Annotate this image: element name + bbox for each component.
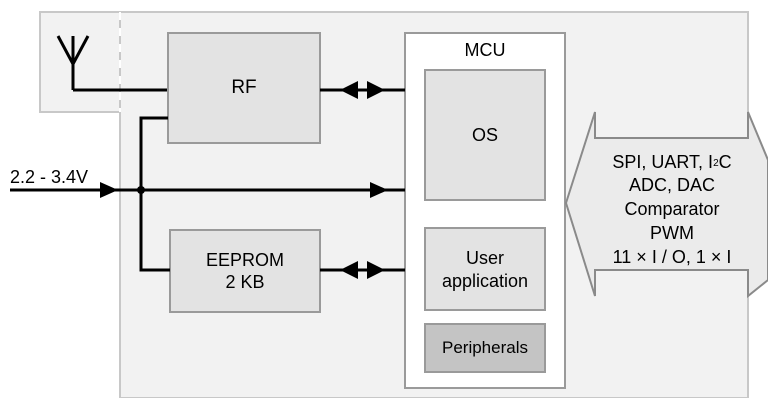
eeprom-block (169, 229, 321, 313)
eeprom-label-line2: 2 KB (225, 272, 265, 292)
interface-line1-prefix: SPI, UART, I (612, 152, 714, 172)
rf-block (167, 32, 321, 144)
peripherals-block (424, 323, 546, 373)
os-label: OS (471, 125, 498, 145)
os-block (424, 69, 546, 201)
antenna-icon (56, 35, 90, 90)
interface-line5: 11 × I / O, 1 × I (612, 247, 732, 267)
user-application-label-line1: User (465, 248, 504, 268)
eeprom-label-line1: EEPROM (205, 250, 284, 270)
rf-mcu-arrow-left (340, 81, 358, 99)
interface-line2: ADC, DAC (628, 175, 715, 195)
interface-line3: Comparator (624, 199, 720, 219)
eeprom-mcu-arrow-left (340, 261, 358, 279)
interface-line4: PWM (650, 223, 694, 243)
mcu-label: MCU (464, 40, 506, 60)
interface-bus-arrow (564, 111, 768, 299)
interface-line1-superscript: 2 (713, 158, 719, 169)
antenna-area (39, 11, 121, 113)
power-to-rf-line (139, 116, 170, 272)
power-input-arrow (100, 182, 118, 198)
power-input-label: 2.2 - 3.4V (10, 167, 89, 187)
eeprom-mcu-arrow-right (367, 261, 385, 279)
rf-label: RF (231, 77, 257, 98)
interface-line1: SPI, UART, I2C (592, 152, 752, 173)
interface-line1-suffix: C (718, 152, 732, 172)
user-application-block (424, 227, 546, 311)
peripherals-label: Peripherals (442, 338, 528, 357)
power-to-mcu-arrow (370, 182, 388, 198)
user-application-label-line2: application (441, 271, 529, 291)
rf-mcu-arrow-right (367, 81, 385, 99)
